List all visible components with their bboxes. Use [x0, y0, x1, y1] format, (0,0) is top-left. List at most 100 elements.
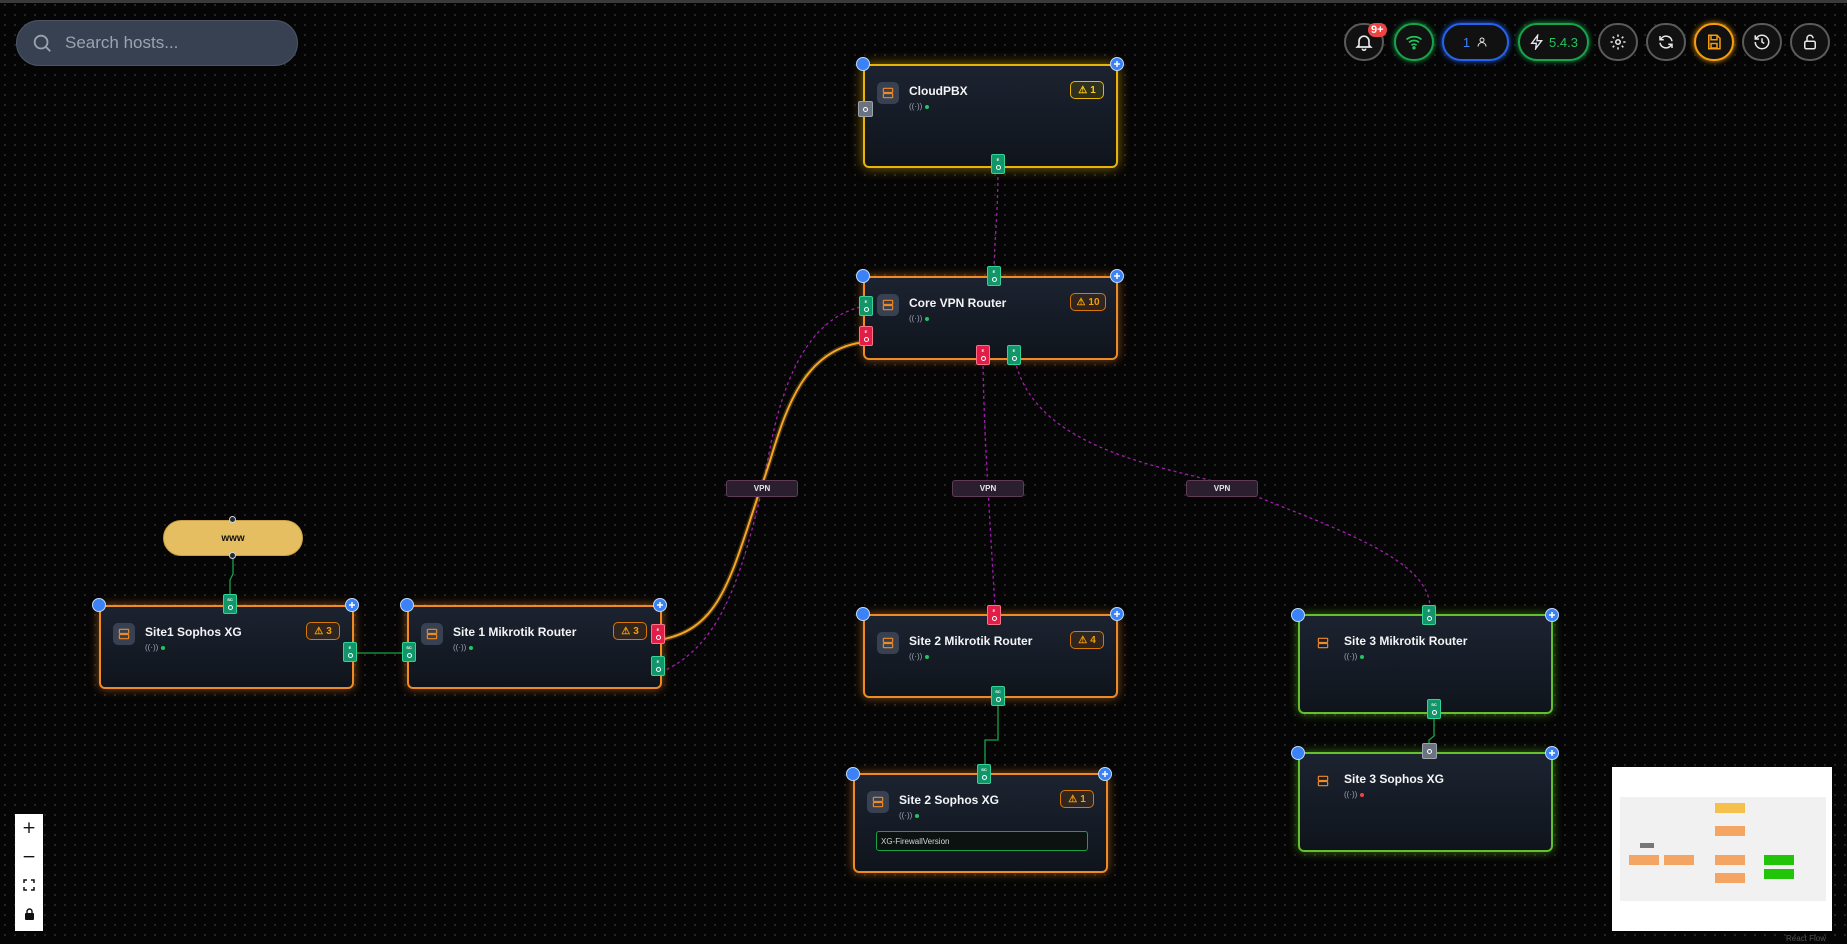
search-input[interactable] [63, 32, 287, 54]
alert-badge[interactable]: ⚠3 [613, 622, 647, 640]
node-cloudpbx[interactable]: CloudPBX ((·)) ⚠1 [863, 64, 1118, 168]
port-handle[interactable]: E [1007, 345, 1021, 365]
save-button[interactable] [1694, 23, 1734, 61]
alert-badge[interactable]: ⚠10 [1070, 293, 1106, 311]
edge-label-vpn[interactable]: VPN [952, 480, 1024, 497]
signal-icon: ((·)) [899, 811, 913, 820]
resize-handle[interactable] [856, 57, 870, 71]
version-button[interactable]: 5.4.3 [1518, 23, 1589, 61]
port-handle[interactable]: E [651, 656, 665, 676]
internet-node[interactable]: www [163, 520, 303, 556]
port-handle[interactable]: E [343, 642, 357, 662]
port-handle[interactable]: E [987, 605, 1001, 625]
signal-icon: ((·)) [909, 102, 923, 111]
minimap[interactable] [1612, 767, 1832, 931]
edge-label-vpn[interactable]: VPN [1186, 480, 1258, 497]
port-handle[interactable]: E [987, 266, 1001, 286]
add-connection-button[interactable] [1545, 746, 1559, 760]
minimap-node [1715, 873, 1745, 883]
status-dot [925, 104, 930, 109]
minimap-node [1715, 826, 1745, 836]
node-core-vpn-router[interactable]: Core VPN Router ((·)) ⚠10 [863, 276, 1118, 360]
add-connection-button[interactable] [653, 598, 667, 612]
alert-count: 1 [1080, 793, 1086, 805]
notification-badge: 9+ [1368, 23, 1387, 37]
server-icon [1312, 632, 1334, 654]
port-handle[interactable]: SC [977, 764, 991, 784]
alert-count: 1 [1090, 84, 1096, 96]
edge-cloudpbx-core [993, 164, 999, 277]
minimap-node [1764, 855, 1794, 865]
node-status: ((·)) [1344, 652, 1365, 661]
node-site2-sophos-xg[interactable]: Site 2 Sophos XG ((·)) ⚠1 XG-FirewallVer… [853, 773, 1108, 873]
port-handle[interactable]: E [859, 296, 873, 316]
lock-canvas-button[interactable] [15, 901, 43, 930]
node-status: ((·)) [909, 102, 930, 111]
alert-badge[interactable]: ⚠4 [1070, 631, 1104, 649]
port-handle[interactable]: SC [991, 686, 1005, 706]
edge-label-vpn[interactable]: VPN [726, 480, 798, 497]
server-icon [877, 82, 899, 104]
alert-badge[interactable]: ⚠3 [306, 622, 340, 640]
port-handle[interactable]: E [651, 624, 665, 644]
port-handle[interactable] [1422, 743, 1437, 759]
resize-handle[interactable] [400, 598, 414, 612]
minimap-node [1715, 855, 1745, 865]
warning-icon: ⚠ [621, 625, 631, 637]
connection-handle[interactable] [229, 516, 236, 523]
notifications-button[interactable]: 9+ [1344, 23, 1387, 61]
add-connection-button[interactable] [1110, 57, 1124, 71]
signal-icon: ((·)) [453, 643, 467, 652]
port-handle[interactable]: SC [1427, 699, 1441, 719]
fit-view-button[interactable] [15, 872, 43, 901]
bolt-icon [1530, 34, 1544, 50]
node-status: ((·)) [453, 643, 474, 652]
settings-button[interactable] [1598, 23, 1638, 61]
node-site2-mikrotik-router[interactable]: Site 2 Mikrotik Router ((·)) ⚠4 [863, 614, 1118, 698]
add-connection-button[interactable] [345, 598, 359, 612]
history-button[interactable] [1742, 23, 1782, 61]
port-handle[interactable]: E [1422, 605, 1436, 625]
firewall-version-field[interactable]: XG-FirewallVersion [876, 831, 1088, 851]
save-icon [1708, 34, 1721, 50]
connection-status-button[interactable] [1394, 23, 1434, 61]
connection-handle[interactable] [229, 552, 236, 559]
node-site1-sophos-xg[interactable]: Site1 Sophos XG ((·)) ⚠3 [99, 605, 354, 689]
port-handle[interactable]: SC [223, 594, 237, 614]
refresh-button[interactable] [1646, 23, 1686, 61]
resize-handle[interactable] [1291, 608, 1305, 622]
version-label: 5.4.3 [1549, 34, 1578, 50]
lock-button[interactable] [1790, 23, 1830, 61]
server-icon [1312, 770, 1334, 792]
port-handle[interactable] [858, 101, 873, 117]
attribution-link[interactable]: React Flow [1786, 934, 1827, 943]
lock-icon [24, 908, 34, 920]
port-handle[interactable]: E [991, 154, 1005, 174]
zoom-in-button[interactable]: + [15, 814, 43, 843]
alert-badge[interactable]: ⚠1 [1070, 81, 1104, 99]
add-connection-button[interactable] [1110, 607, 1124, 621]
active-users-button[interactable]: 1 [1442, 23, 1509, 61]
status-dot [925, 316, 930, 321]
port-handle[interactable]: E [859, 326, 873, 346]
search-bar[interactable] [16, 20, 298, 66]
history-icon [1754, 34, 1770, 50]
add-connection-button[interactable] [1098, 767, 1112, 781]
zoom-out-button[interactable]: − [15, 843, 43, 872]
port-handle[interactable]: E [976, 345, 990, 365]
add-connection-button[interactable] [1110, 269, 1124, 283]
node-site3-mikrotik-router[interactable]: Site 3 Mikrotik Router ((·)) [1298, 614, 1553, 714]
warning-icon: ⚠ [1068, 793, 1078, 805]
bell-icon [1355, 35, 1373, 52]
resize-handle[interactable] [846, 767, 860, 781]
resize-handle[interactable] [1291, 746, 1305, 760]
node-site3-sophos-xg[interactable]: Site 3 Sophos XG ((·)) [1298, 752, 1553, 852]
resize-handle[interactable] [856, 607, 870, 621]
resize-handle[interactable] [92, 598, 106, 612]
alert-badge[interactable]: ⚠1 [1060, 790, 1094, 808]
port-handle[interactable]: SC [402, 642, 416, 662]
resize-handle[interactable] [856, 269, 870, 283]
node-title: Site 3 Sophos XG [1344, 772, 1445, 786]
node-site1-mikrotik-router[interactable]: Site 1 Mikrotik Router ((·)) ⚠3 [407, 605, 662, 689]
add-connection-button[interactable] [1545, 608, 1559, 622]
